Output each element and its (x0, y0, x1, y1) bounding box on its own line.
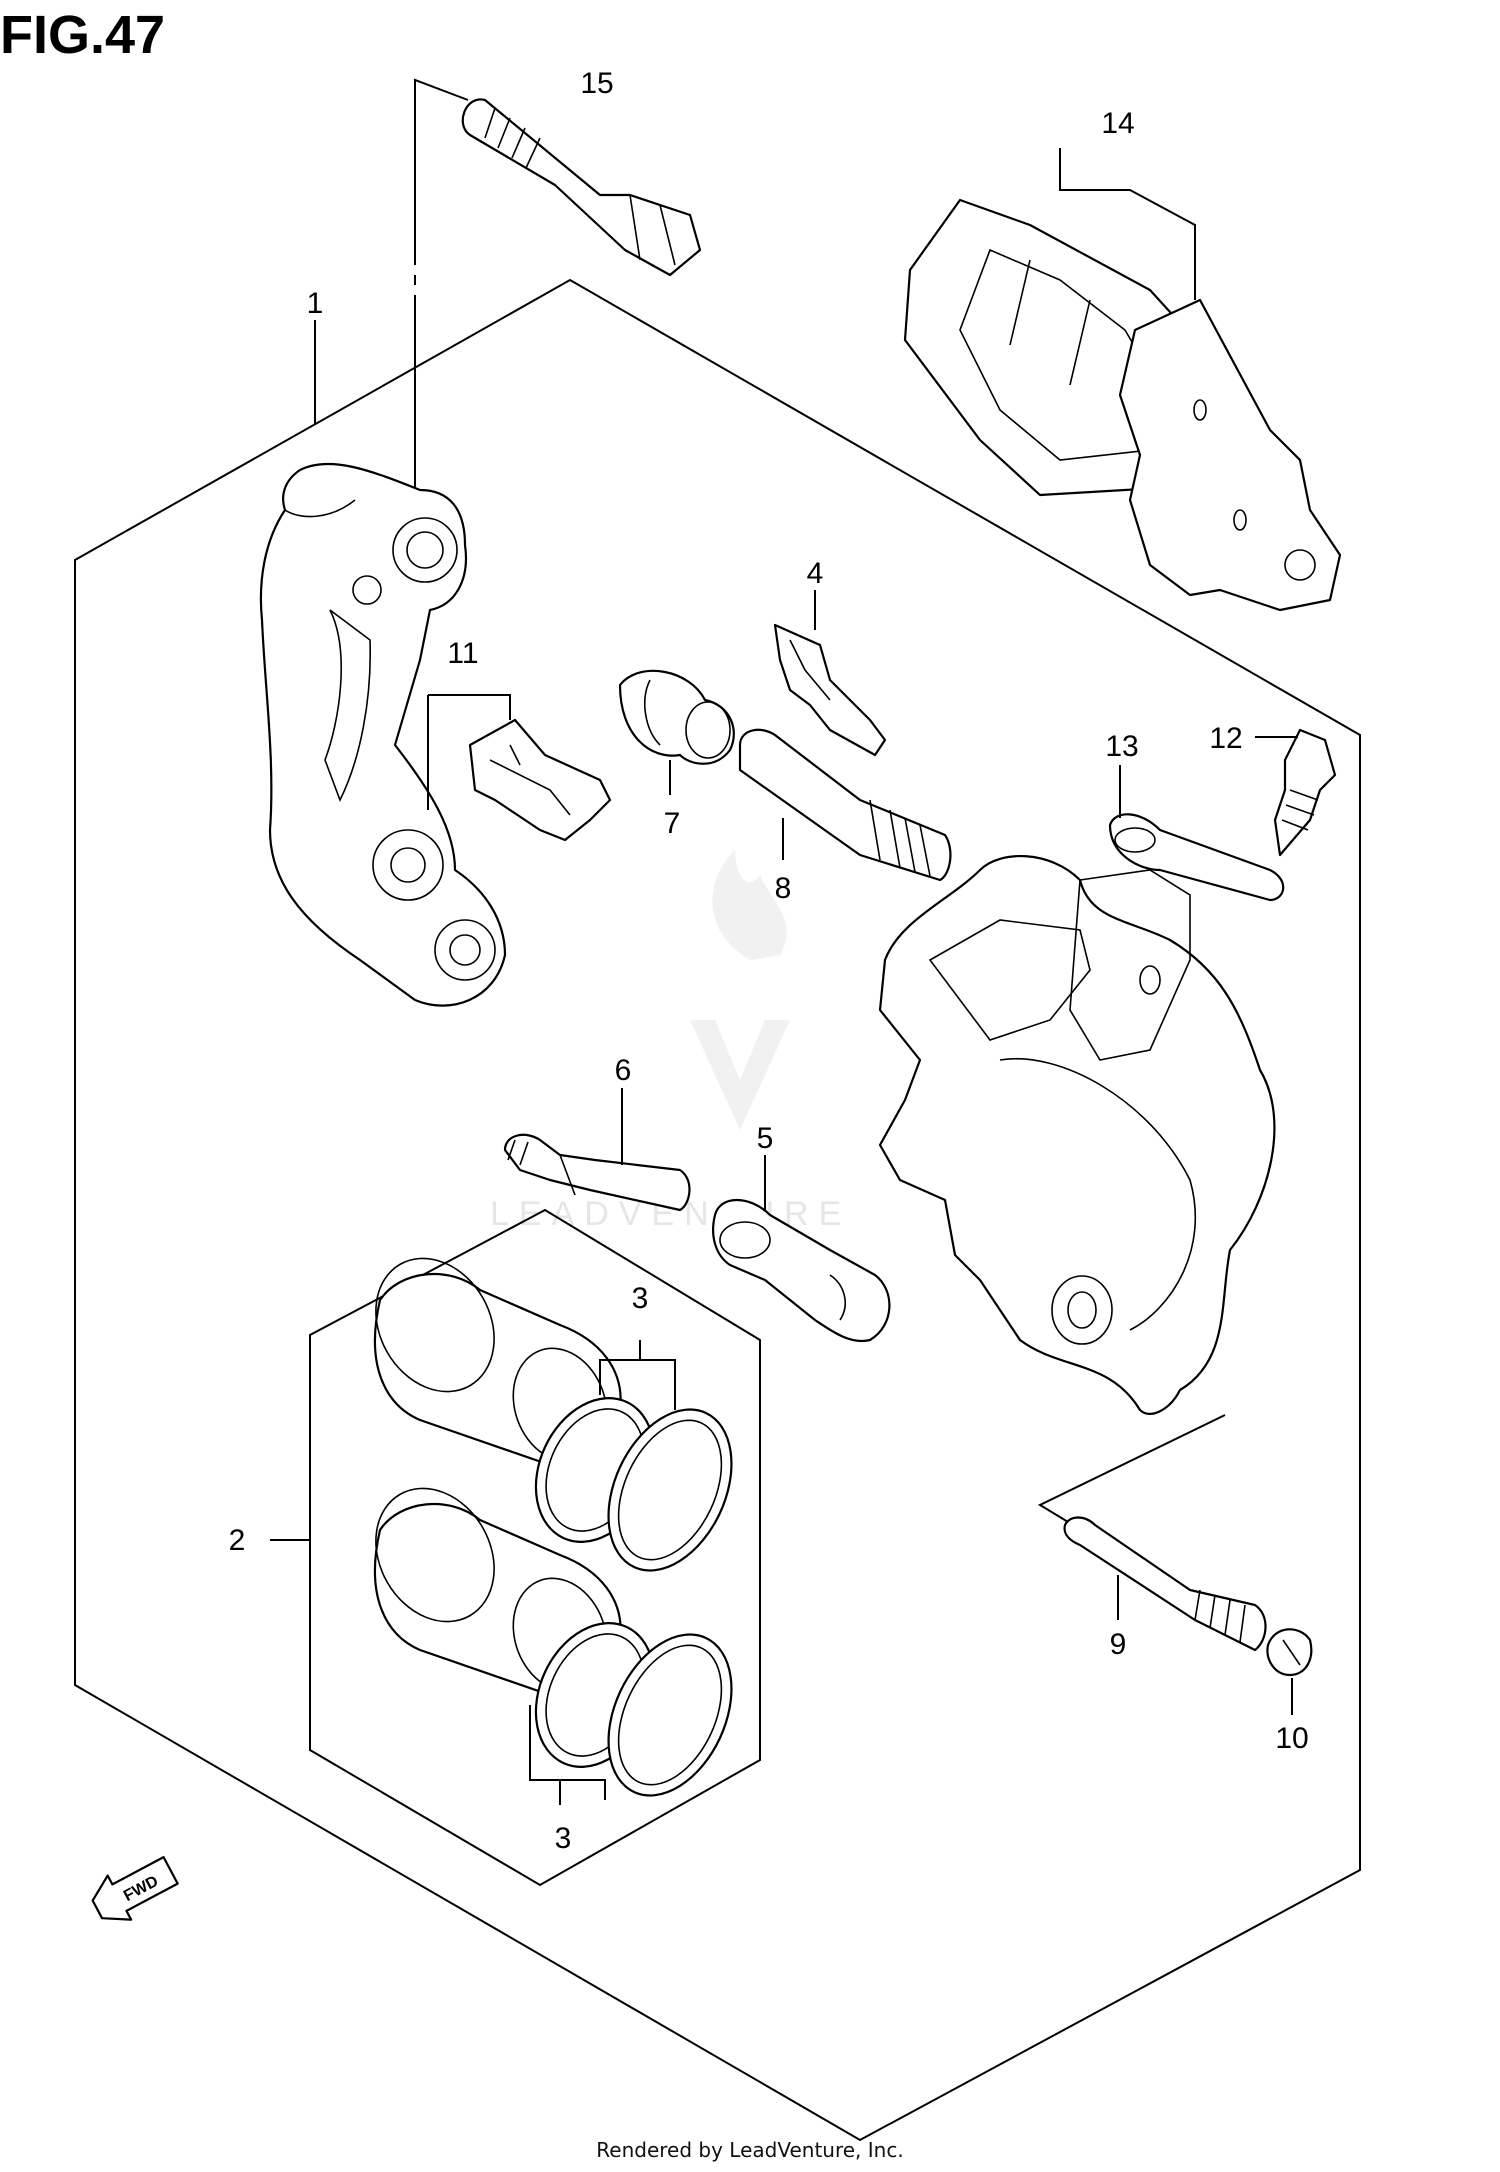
callout-15: 15 (580, 67, 613, 100)
callout-1: 1 (307, 287, 324, 320)
part-13-bleeder-cap (1108, 813, 1285, 902)
bolt-leader-line (414, 78, 469, 265)
part-4-pad-retainer (773, 623, 887, 757)
part-5-sleeve-pin (712, 1199, 891, 1343)
part-12-bleeder-screw (1273, 728, 1337, 857)
fwd-arrow-icon: FWD (91, 1856, 179, 1921)
spring-leader (427, 694, 511, 810)
part-15-bolt (461, 98, 702, 277)
callout-4: 4 (807, 557, 824, 590)
part-6-bolt (503, 1133, 691, 1212)
part-1-caliper-bracket (259, 462, 507, 1007)
callout-2: 2 (229, 1524, 246, 1557)
part-8-slide-pin (738, 728, 952, 882)
part-3-seals-lower (534, 1622, 733, 1797)
part-14-brake-pads (903, 198, 1342, 612)
assembly-outline-main (74, 278, 1361, 2142)
callout-12: 12 (1209, 722, 1242, 755)
watermark-flame-logo-icon (690, 850, 790, 1130)
callout-3-top: 3 (632, 1282, 649, 1315)
callout-11: 11 (447, 637, 478, 670)
piston-kit-outline (309, 1208, 761, 1887)
part-11-pad-spring (468, 718, 612, 842)
assembly-outline-pin-bracket (1037, 1414, 1231, 1621)
callout-9: 9 (1110, 1628, 1127, 1661)
part-9-pin (1063, 1516, 1267, 1652)
footer-credit: Rendered by LeadVenture, Inc. (596, 2138, 904, 2162)
callout-8: 8 (775, 872, 792, 905)
seal-leader-bottom (529, 1705, 606, 1805)
part-10-plug (1266, 1628, 1313, 1677)
callout-13: 13 (1105, 730, 1138, 763)
caliper-body (878, 854, 1276, 1416)
seal-leader-top (599, 1340, 676, 1410)
callout-5: 5 (757, 1122, 774, 1155)
callout-14: 14 (1101, 107, 1134, 140)
part-3-seals-upper (534, 1397, 733, 1572)
part-7-boot (618, 669, 735, 765)
callout-10: 10 (1275, 1722, 1308, 1755)
callout-7: 7 (664, 807, 681, 840)
callout-6: 6 (615, 1054, 632, 1087)
pad-leader (1059, 148, 1196, 300)
figure-title: FIG.47 (0, 5, 166, 65)
callout-3-bottom: 3 (555, 1822, 572, 1855)
